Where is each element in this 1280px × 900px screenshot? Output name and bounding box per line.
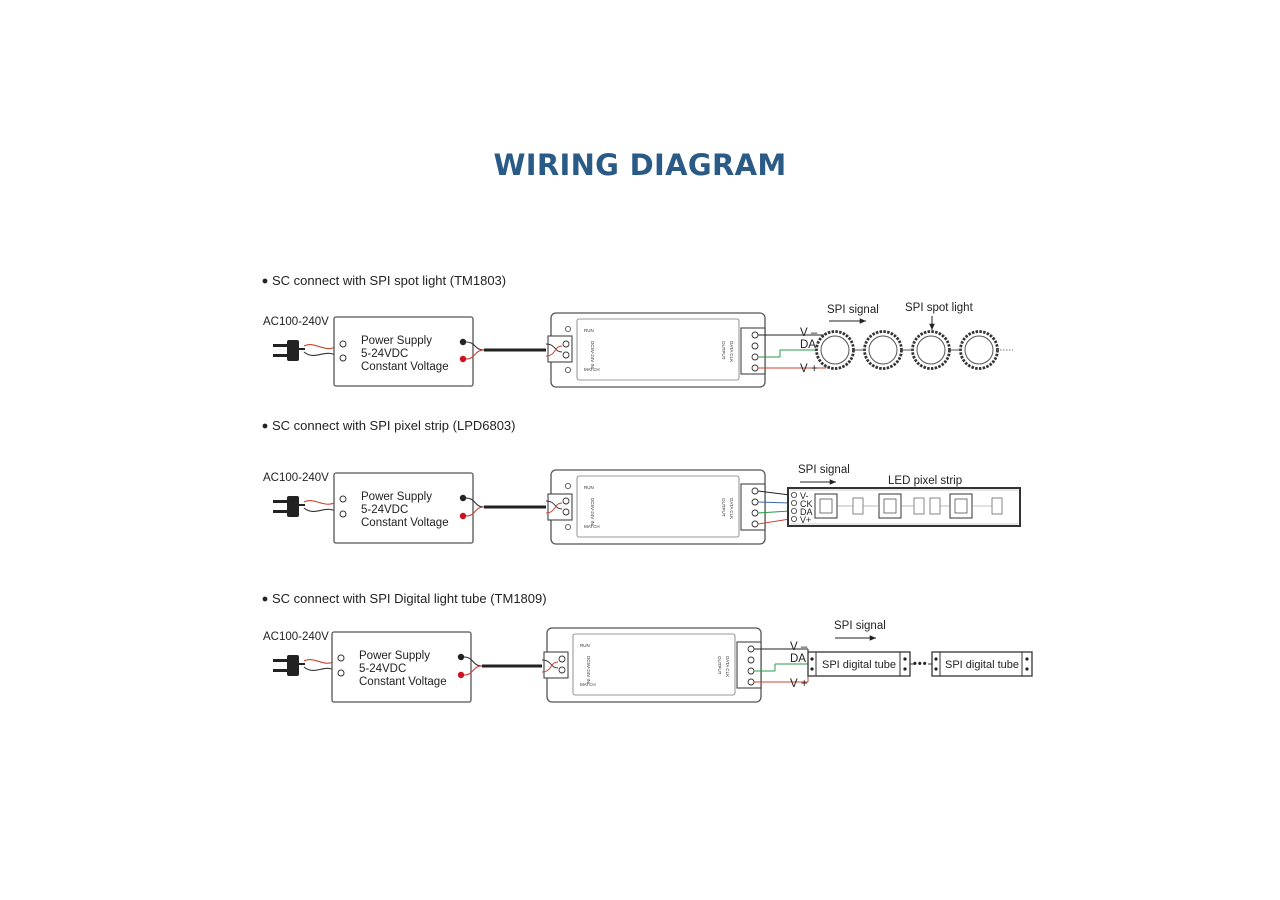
psu-label-line2: 5-24VDC [359,663,406,675]
spi-controller: RUN MATCH DC5V-24V IN OUTPUT DATA CLK [547,312,766,388]
pin-da: DA [800,339,816,351]
digital-tube-2: SPI digital tube [931,651,1033,677]
section-heading: SC connect with SPI Digital light tube (… [272,591,547,606]
page-title: WIRING DIAGRAM [493,148,787,182]
spot-light-4 [959,330,999,370]
match-label: MATCH [584,524,600,529]
run-label: RUN [584,328,594,333]
pin-v-minus: V- [800,491,809,501]
ac-plug-icon [273,655,339,676]
psu-label-line1: Power Supply [359,650,430,662]
input-pins-label: DC5V-24V IN [586,656,591,683]
tube-chain-ellipsis: ••• [913,658,928,670]
spot-light-2 [863,330,903,370]
pixel-chip-2 [878,493,902,519]
power-supply: Power Supply 5-24VDC Constant Voltage [333,316,474,387]
pin-v-plus: V + [800,363,818,375]
power-supply: Power Supply 5-24VDC Constant Voltage [333,472,474,544]
power-supply: Power Supply 5-24VDC Constant Voltage [331,631,472,703]
ac-plug-icon [273,496,341,517]
section-heading: SC connect with SPI spot light (TM1803) [272,273,506,288]
spi-controller: RUN MATCH DC5V-24V IN OUTPUT DATA CLK [547,469,766,545]
section-pixel-strip: SC connect with SPI pixel strip (LPD6803… [262,418,1021,545]
digital-tube-label: SPI digital tube [822,659,896,671]
psu-label-line3: Constant Voltage [359,676,447,688]
pin-v-minus: V – [800,327,818,339]
pixel-chip-1 [814,493,838,519]
spi-signal-label: SPI signal [834,620,886,632]
output-label: OUTPUT [717,656,722,675]
ac-input-label: AC100-240V [263,472,329,484]
bullet [262,278,268,284]
spot-light-3 [911,330,951,370]
psu-label-line2: 5-24VDC [361,348,408,360]
output-pins-label: DATA CLK [729,341,734,362]
psu-label-line1: Power Supply [361,491,432,503]
input-pins-label: DC5V-24V IN [590,341,595,368]
digital-tube-label: SPI digital tube [945,659,1019,671]
bullet [262,423,268,429]
pin-da: DA [800,507,813,517]
spot-light-1 [815,330,855,370]
output-pins-label: DATA CLK [729,498,734,519]
input-pins-label: DC5V-24V IN [590,498,595,525]
ac-plug-icon [273,340,341,361]
output-pins-label: DATA CLK [725,656,730,677]
section-heading: SC connect with SPI pixel strip (LPD6803… [272,418,516,433]
run-label: RUN [580,643,590,648]
pin-v-plus: V+ [800,515,811,525]
psu-label-line1: Power Supply [361,335,432,347]
spi-signal-label: SPI signal [827,304,879,316]
psu-label-line2: 5-24VDC [361,504,408,516]
pin-ck: CK [800,499,813,509]
section-spot-light: SC connect with SPI spot light (TM1803) … [262,273,1013,388]
spot-light-label: SPI spot light [905,302,974,314]
match-label: MATCH [584,367,600,372]
run-label: RUN [584,485,594,490]
pixel-chip-3 [949,493,973,519]
pin-v-plus: V + [790,678,808,690]
section-digital-tube: SC connect with SPI Digital light tube (… [262,591,1033,703]
led-pixel-strip: V- CK DA V+ [787,487,1021,527]
digital-tube-1: SPI digital tube [807,651,911,677]
bullet [262,596,268,602]
output-label: OUTPUT [721,341,726,360]
spi-controller: RUN MATCH DC5V-24V IN OUTPUT DATA CLK [543,627,762,703]
pin-v-minus: V – [790,641,808,653]
pixel-strip-label: LED pixel strip [888,475,962,487]
match-label: MATCH [580,682,596,687]
ac-input-label: AC100-240V [263,316,329,328]
output-label: OUTPUT [721,498,726,517]
psu-label-line3: Constant Voltage [361,517,449,529]
psu-label-line3: Constant Voltage [361,361,449,373]
spi-signal-label: SPI signal [798,464,850,476]
pin-da: DA [790,653,806,665]
ac-input-label: AC100-240V [263,631,329,643]
